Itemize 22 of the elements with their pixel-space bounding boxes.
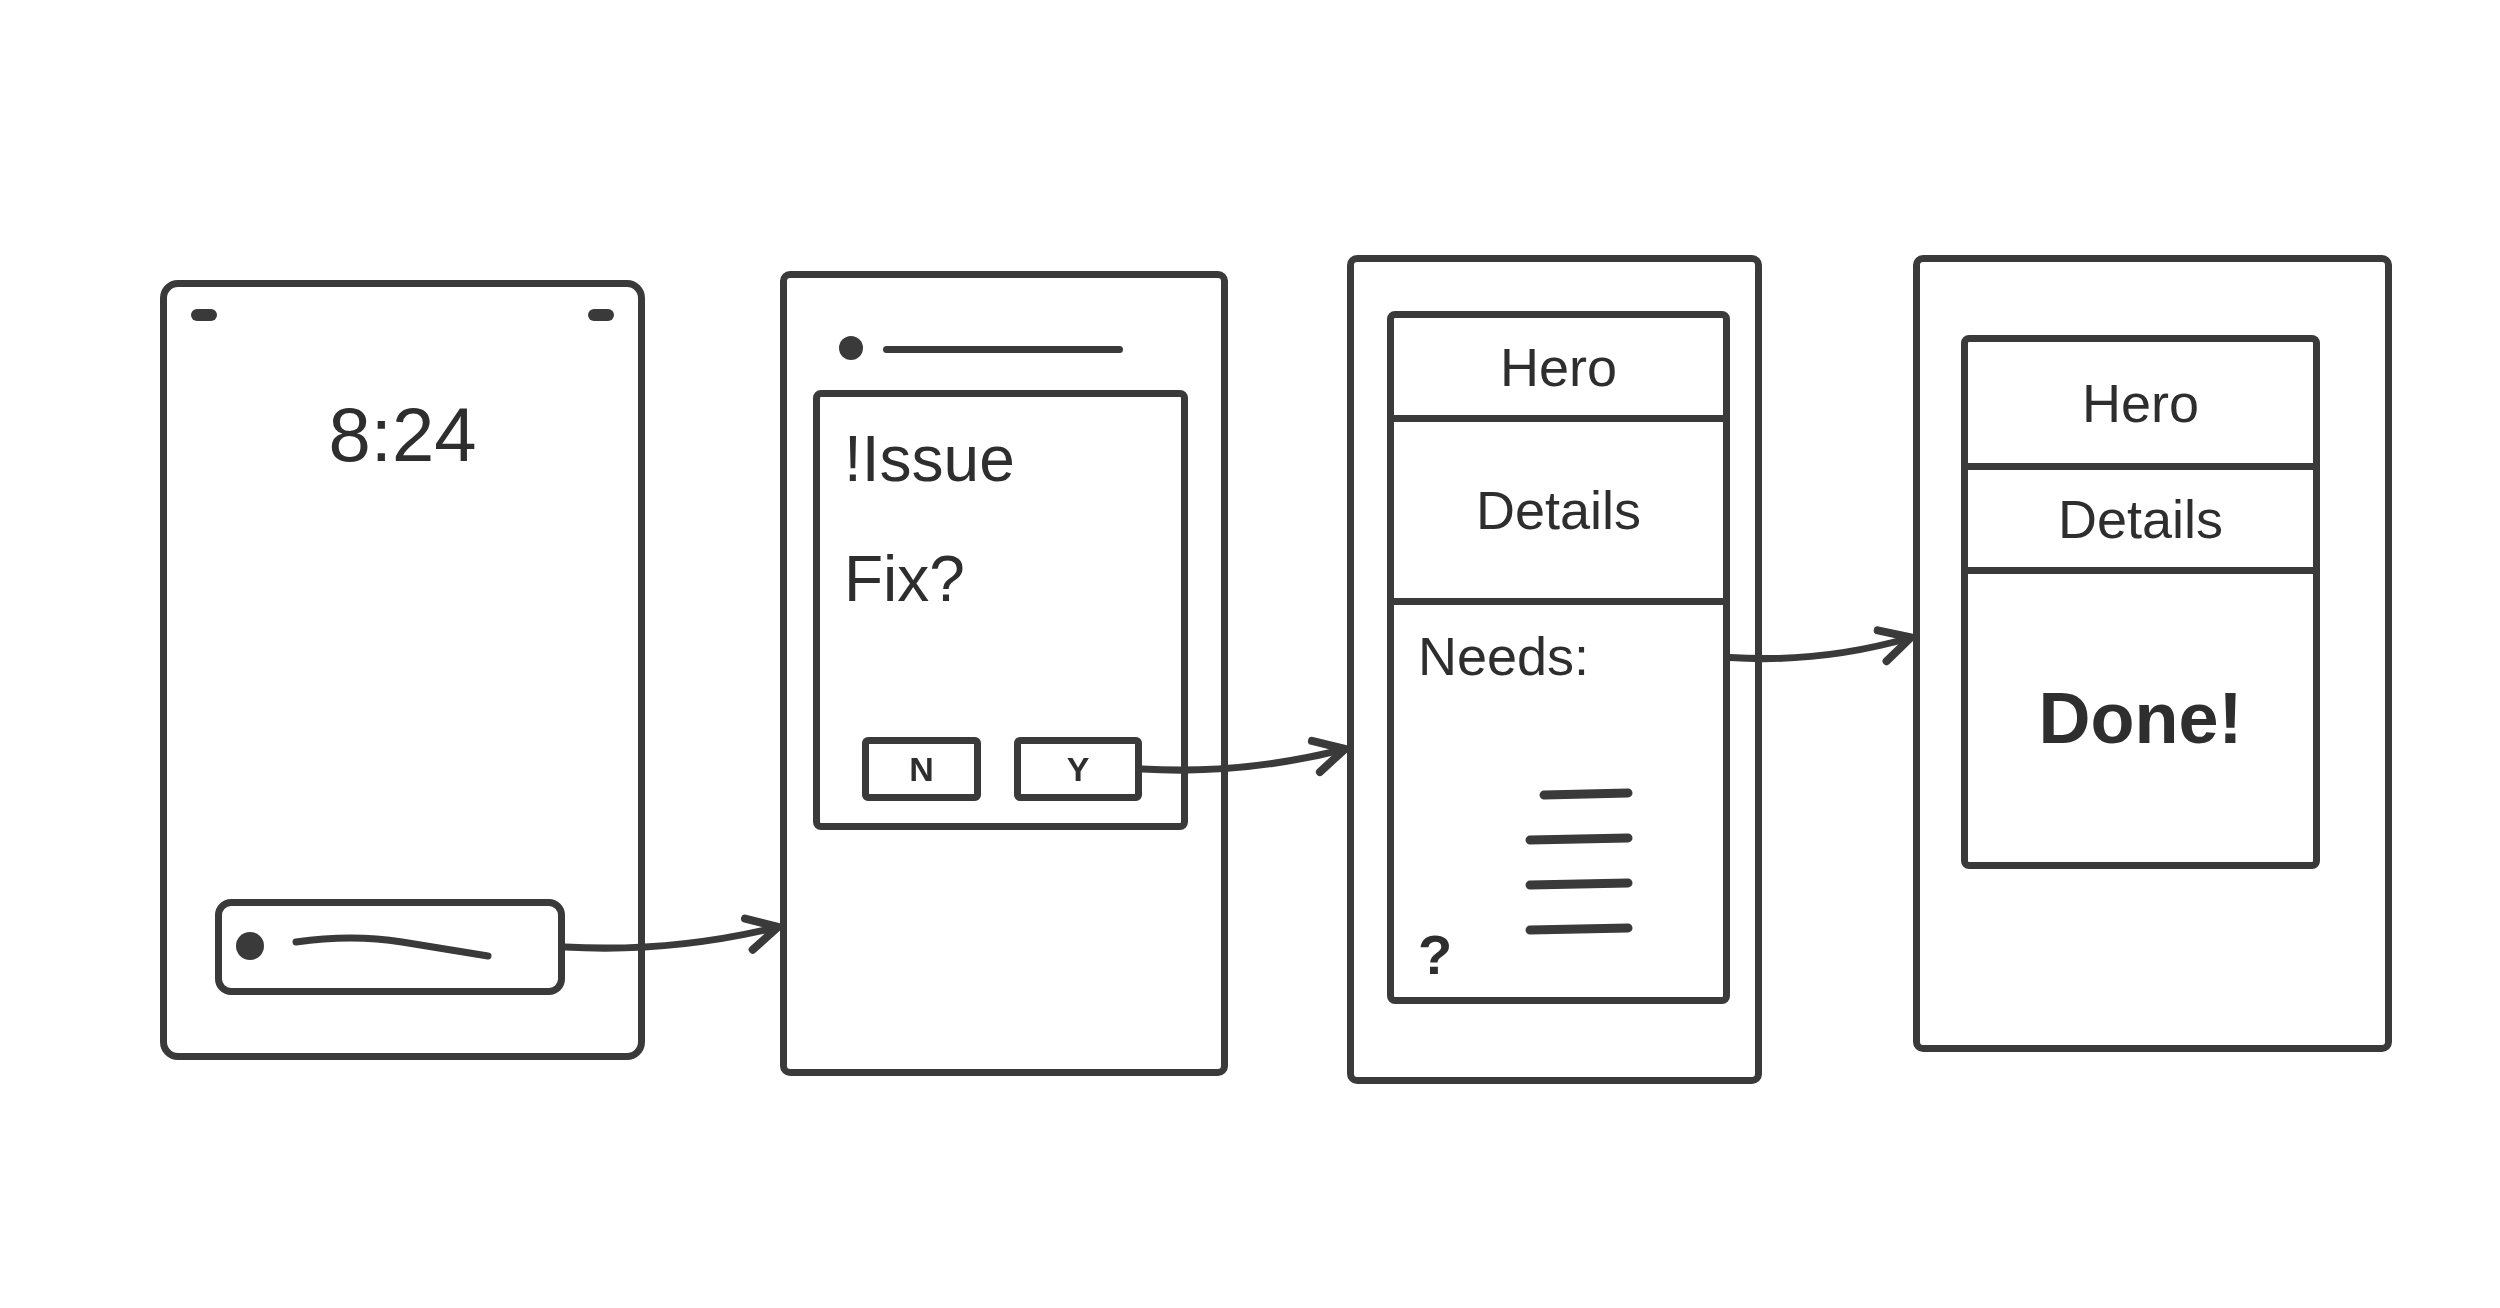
handwritten-label: Done! — [2038, 682, 2243, 754]
handwritten-label: 8:24 — [327, 397, 478, 473]
phone-screen — [1347, 255, 1762, 1084]
handwritten-label: Details — [2057, 491, 2224, 546]
handwritten-label: Y — [1066, 752, 1090, 786]
no-button — [862, 737, 981, 801]
notification-bar — [215, 899, 565, 995]
handwritten-label: Needs: — [1418, 629, 1590, 683]
phone-screen — [160, 280, 645, 1060]
dialog-box — [813, 390, 1188, 830]
detail-card — [1387, 311, 1730, 1004]
handwritten-label: N — [909, 752, 934, 786]
phone-screen — [780, 271, 1228, 1076]
yes-button — [1014, 737, 1142, 801]
handwritten-label: Hero — [1499, 339, 1617, 394]
detail-card — [1961, 335, 2320, 869]
handwritten-label: ? — [1418, 927, 1453, 983]
phone-screen — [1913, 255, 2392, 1052]
handwritten-label: Fix? — [844, 547, 965, 611]
handwritten-label: Details — [1475, 483, 1642, 537]
handwritten-label: !Issue — [844, 427, 1015, 491]
handwritten-label: Hero — [2081, 375, 2199, 430]
